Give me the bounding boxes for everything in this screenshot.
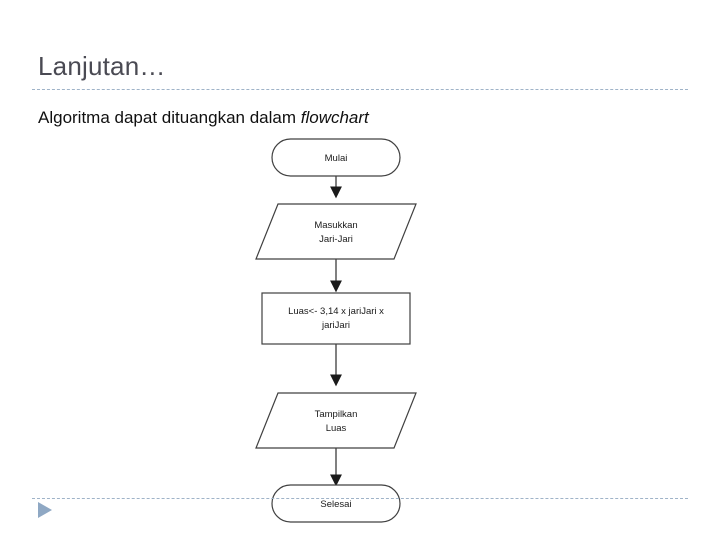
flowchart-diagram: Mulai Masukkan Jari-Jari Luas<- 3,14 x j… — [236, 132, 436, 528]
next-slide-triangle-icon[interactable] — [38, 502, 52, 518]
flowchart-node-output[interactable] — [255, 392, 417, 449]
flowchart-node-process-label-line2: jariJari — [321, 320, 350, 331]
flowchart-node-start-label: Mulai — [325, 153, 348, 164]
flowchart-node-input[interactable] — [255, 203, 417, 260]
subtitle-prefix: Algoritma dapat dituangkan dalam — [38, 108, 301, 127]
footer-divider — [32, 498, 688, 499]
flowchart-node-process-label-line1: Luas<- 3,14 x jariJari x — [288, 306, 384, 317]
flowchart-node-start[interactable] — [271, 138, 401, 177]
flowchart-node-input-label-line2: Jari-Jari — [319, 234, 353, 245]
flowchart-node-input-label-line1: Masukkan — [314, 220, 357, 231]
page-title: Lanjutan… — [38, 51, 166, 81]
flowchart-node-output-label-line2: Luas — [326, 423, 347, 434]
flowchart-node-process[interactable] — [261, 292, 411, 345]
flowchart-node-end-label: Selesai — [320, 499, 351, 510]
title-divider — [32, 89, 688, 90]
flowchart-node-end[interactable] — [271, 484, 401, 523]
subtitle-text: Algoritma dapat dituangkan dalam flowcha… — [38, 107, 369, 129]
subtitle-emphasis: flowchart — [300, 108, 369, 127]
flowchart-node-output-label-line1: Tampilkan — [315, 409, 358, 420]
